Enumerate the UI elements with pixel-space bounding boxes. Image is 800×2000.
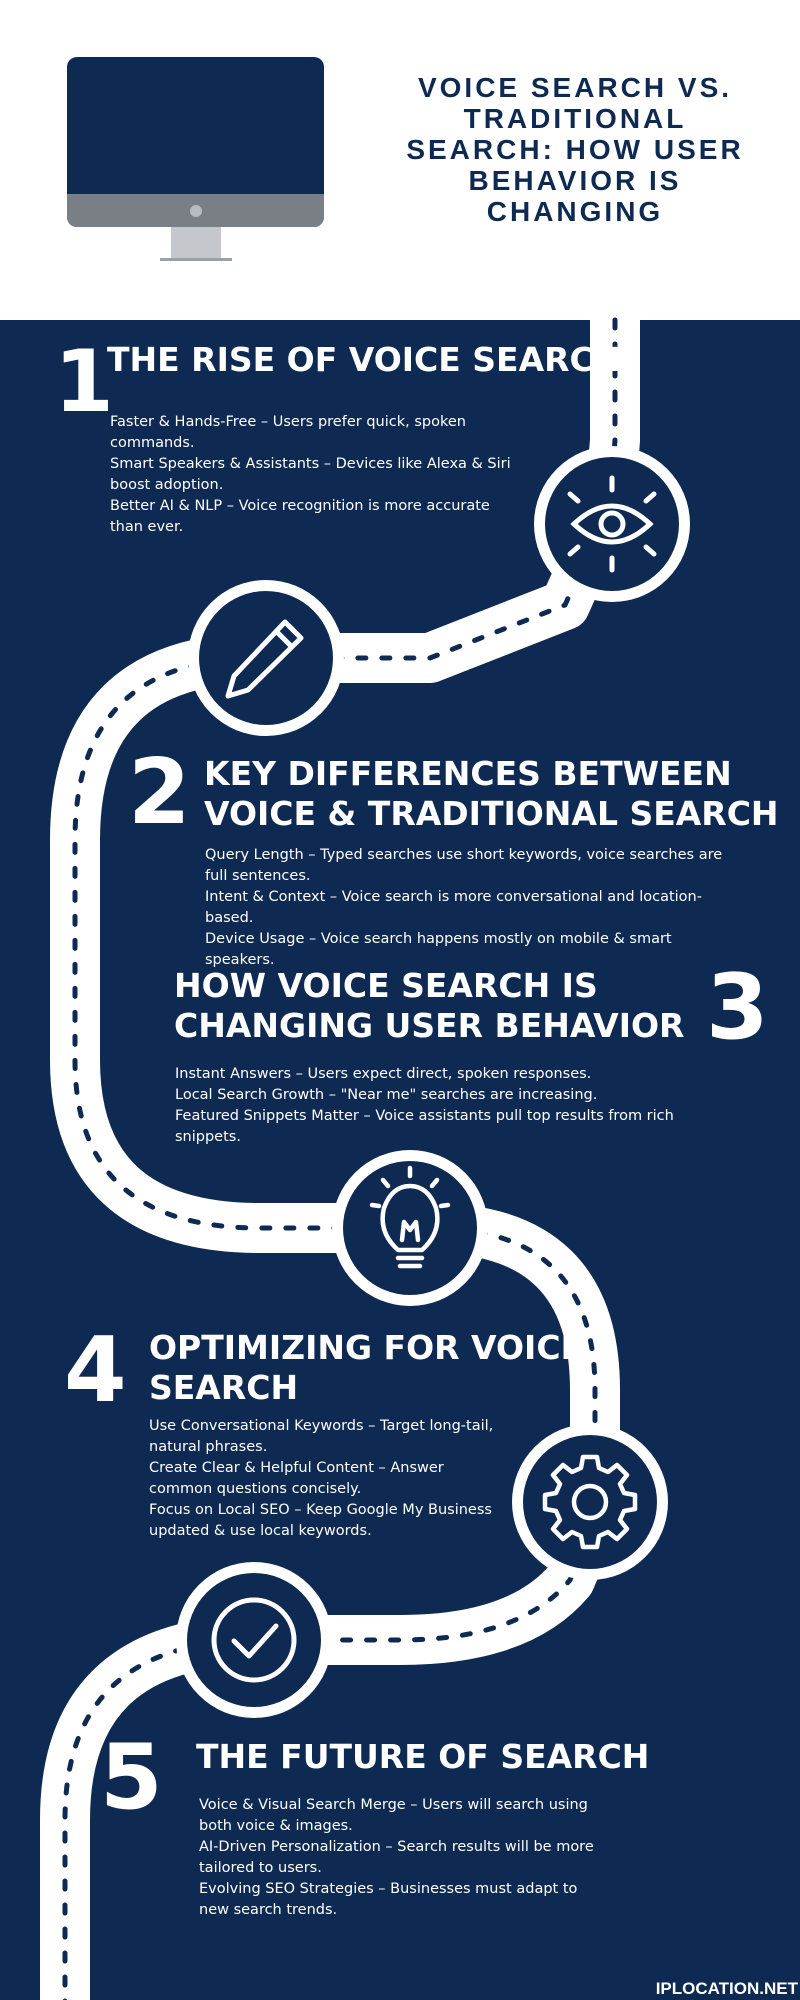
body-line: Local Search Growth – "Near me" searches… (175, 1087, 598, 1103)
title-line: CHANGING (486, 196, 664, 227)
body-line: Use Conversational Keywords – Target lon… (149, 1418, 494, 1455)
heading-line: SEARCH (149, 1368, 299, 1407)
eye-icon-circle (534, 446, 690, 602)
title-line: TRADITIONAL (463, 103, 687, 134)
section-4-heading: OPTIMIZING FOR VOICE SEARCH (149, 1328, 583, 1408)
body-line: Faster & Hands-Free – Users prefer quick… (110, 414, 466, 451)
heading-line: HOW VOICE SEARCH IS (174, 966, 598, 1005)
page-title: VOICE SEARCH VS. TRADITIONAL SEARCH: HOW… (395, 72, 755, 227)
section-1-number: 1 (54, 332, 114, 432)
body-line: Focus on Local SEO – Keep Google My Busi… (149, 1502, 492, 1539)
section-5-heading: THE FUTURE OF SEARCH (196, 1737, 649, 1777)
title-line: BEHAVIOR IS (468, 165, 682, 196)
body-line: Query Length – Typed searches use short … (205, 847, 723, 884)
body-line: Voice & Visual Search Merge – Users will… (199, 1797, 588, 1834)
heading-line: THE RISE OF VOICE SEARCH (107, 340, 622, 379)
section-2-heading: KEY DIFFERENCES BETWEEN VOICE & TRADITIO… (204, 754, 779, 834)
brand-footer: IPLOCATION.NET (655, 1979, 798, 1998)
pencil-icon-circle (188, 580, 344, 736)
checkmark-icon (211, 1597, 297, 1683)
section-5-number: 5 (100, 1725, 163, 1830)
section-5-body: Voice & Visual Search Merge – Users will… (199, 1795, 609, 1921)
body-line: Evolving SEO Strategies – Businesses mus… (199, 1881, 578, 1918)
gear-icon-circle (512, 1424, 668, 1580)
title-line: VOICE SEARCH VS. (417, 72, 733, 103)
section-3-body: Instant Answers – Users expect direct, s… (175, 1064, 695, 1148)
section-1-heading: THE RISE OF VOICE SEARCH (107, 340, 621, 380)
body-line: Instant Answers – Users expect direct, s… (175, 1066, 592, 1082)
body-line: AI-Driven Personalization – Search resul… (199, 1839, 594, 1876)
section-2-number: 2 (128, 740, 191, 845)
heading-line: CHANGING USER BEHAVIOR (174, 1006, 685, 1045)
section-4-body: Use Conversational Keywords – Target lon… (149, 1416, 509, 1542)
heading-line: VOICE & TRADITIONAL SEARCH (204, 794, 779, 833)
pencil-icon (225, 619, 304, 699)
section-4-number: 4 (64, 1318, 127, 1423)
body-line: Create Clear & Helpful Content – Answer … (149, 1460, 444, 1497)
section-1-body: Faster & Hands-Free – Users prefer quick… (110, 412, 520, 538)
body-line: Smart Speakers & Assistants – Devices li… (110, 456, 511, 493)
eye-icon (567, 475, 657, 573)
title-line: SEARCH: HOW USER (406, 134, 744, 165)
lightbulb-icon (369, 1165, 451, 1269)
section-2-body: Query Length – Typed searches use short … (205, 845, 745, 971)
body-line: Better AI & NLP – Voice recognition is m… (110, 498, 490, 535)
checkmark-icon-circle (176, 1562, 332, 1718)
header: VOICE SEARCH VS. TRADITIONAL SEARCH: HOW… (0, 0, 800, 320)
gear-icon (542, 1454, 638, 1550)
desktop-monitor-icon (67, 57, 324, 261)
heading-line: THE FUTURE OF SEARCH (196, 1737, 650, 1776)
body-line: Device Usage – Voice search happens most… (205, 931, 672, 968)
section-3-number: 3 (706, 955, 769, 1060)
body-line: Intent & Context – Voice search is more … (205, 889, 702, 926)
section-3-heading: HOW VOICE SEARCH IS CHANGING USER BEHAVI… (174, 966, 684, 1046)
body-line: Featured Snippets Matter – Voice assista… (175, 1108, 674, 1145)
heading-line: KEY DIFFERENCES BETWEEN (204, 754, 732, 793)
heading-line: OPTIMIZING FOR VOICE (149, 1328, 584, 1367)
